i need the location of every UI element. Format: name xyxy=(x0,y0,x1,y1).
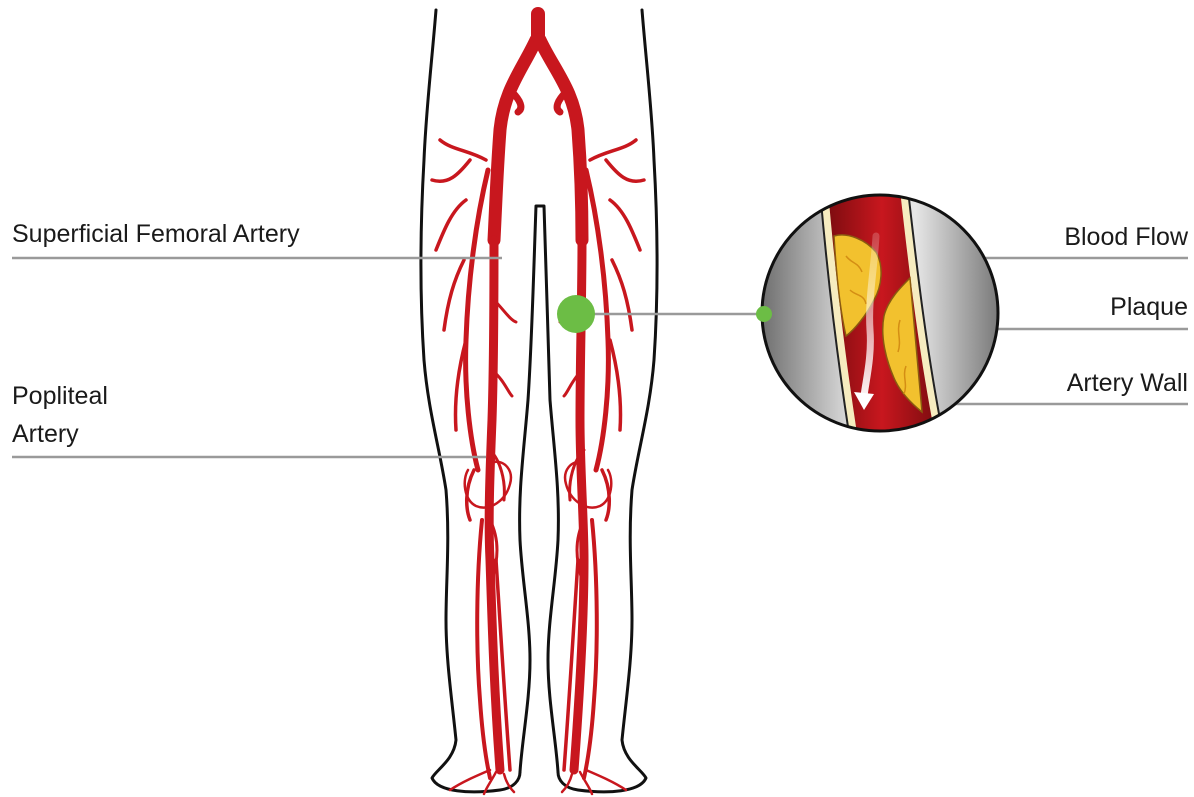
label-plaque: Plaque xyxy=(1110,292,1188,322)
label-blood-flow: Blood Flow xyxy=(1064,222,1188,252)
zoom-circle xyxy=(762,190,998,440)
label-artery-wall: Artery Wall xyxy=(1067,368,1188,398)
label-popliteal-line2: Artery xyxy=(12,419,79,449)
leader-lines xyxy=(12,258,1188,457)
blockage-location-marker xyxy=(557,295,595,333)
inner-thigh-contour xyxy=(520,206,559,772)
right-iliac xyxy=(540,40,582,240)
arterial-tree xyxy=(432,14,644,794)
left-iliac xyxy=(494,40,536,240)
label-superficial-femoral-artery: Superficial Femoral Artery xyxy=(12,219,300,249)
left-internal-iliac xyxy=(512,92,521,112)
right-internal-iliac xyxy=(557,92,566,112)
left-deep-femoral xyxy=(466,170,488,470)
label-popliteal-line1: Popliteal xyxy=(12,381,108,411)
zoom-connector-dot xyxy=(756,306,772,322)
